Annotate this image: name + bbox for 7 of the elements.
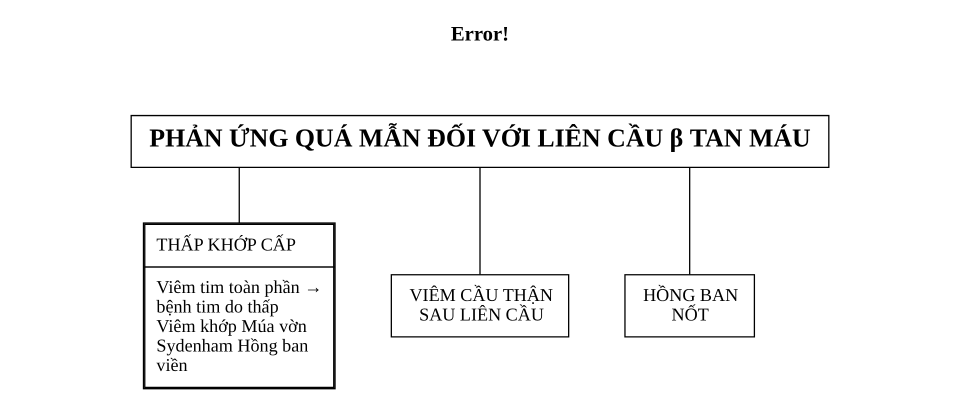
label: Error! bbox=[450, 23, 510, 46]
node-box: HỒNG BAN NỐT bbox=[624, 274, 756, 338]
connector bbox=[238, 168, 240, 223]
node-box: PHẢN ỨNG QUÁ MẪN ĐỐI VỚI LIÊN CẦU β TAN MÁU bbox=[130, 114, 830, 168]
connector bbox=[689, 168, 690, 274]
connector bbox=[479, 168, 481, 274]
node-box: VIÊM CẦU THẬN SAU LIÊN CẦU bbox=[390, 274, 570, 338]
